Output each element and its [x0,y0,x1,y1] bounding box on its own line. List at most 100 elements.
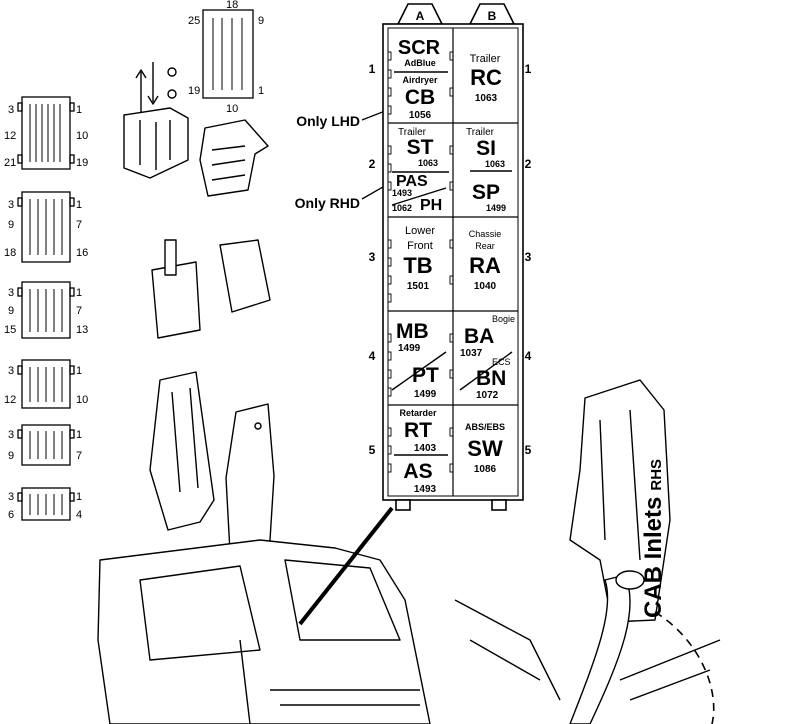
title-sub: RHS [648,458,665,491]
fuse-number: 1062 [392,203,412,213]
plug-sketch [219,239,271,313]
cab-inlets-title: CAB Inlets RHS [640,408,680,618]
fuse-code: SW [467,436,503,461]
bracket-sketch [149,371,215,531]
only-lhd-callout: Only LHD [296,113,360,129]
fuse-code: BA [464,325,494,348]
fuse-number: 1063 [475,93,498,104]
pin-label: 9 [8,305,14,317]
pin-label: 10 [226,103,238,115]
fuse-number: 1403 [414,443,437,454]
row-number-right: 3 [525,250,532,264]
fuse-number: 1501 [407,281,430,292]
pin-label: 25 [188,15,200,27]
pin-label: 19 [76,157,88,169]
fuse-code: RT [404,419,432,442]
fuse-code: PH [420,197,442,214]
fuse-number: 1056 [409,110,432,121]
pin-label: 1 [258,85,264,97]
pin-label: 19 [188,85,200,97]
row-number-left: 2 [369,157,376,171]
connector-12-pin [17,359,75,409]
connector-18-pin [17,191,75,263]
column-label-a: A [416,9,425,23]
connector-housing-sketch [199,119,269,197]
fuse-number: 1063 [418,158,438,168]
fuse-number: 1063 [485,159,505,169]
row-number-left: 3 [369,250,376,264]
fuse-sublabel: Retarder [399,408,437,418]
fuse-code: BN [476,367,506,390]
pin-label: 18 [226,0,238,11]
fuse-number: 1499 [414,389,437,400]
fuse-code: MB [396,320,429,343]
pin-label: 4 [76,509,82,521]
assembly-arrows-icon [135,62,177,112]
fuse-code: SP [472,181,500,204]
pin-label: 9 [8,450,14,462]
pin-label: 13 [76,324,88,336]
pin-label: 9 [8,219,14,231]
fuse-sublabel: Trailer [470,53,501,65]
fuse-number: 1499 [398,343,421,354]
fuse-code: PAS [396,173,428,190]
fuse-code: TB [403,253,432,278]
leader-line [298,506,394,626]
fuse-code: RC [470,65,502,90]
pin-label: 1 [76,365,82,377]
hose-sketch [569,574,631,724]
pin-label: 3 [8,429,14,441]
connector-9-pin [17,424,75,466]
pin-label: 1 [76,287,82,299]
fuse-sublabel: Trailer [398,127,427,138]
fuse-number: 1040 [474,281,497,292]
pin-label: 3 [8,491,14,503]
fuse-number: 1493 [392,188,412,198]
truck-cab-sketch [97,539,431,724]
pin-label: 15 [4,324,16,336]
title-main: CAB Inlets [640,496,667,618]
pin-label: 1 [76,429,82,441]
pin-label: 3 [8,104,14,116]
fuse-sublabel: Rear [475,241,495,251]
pin-label: 12 [4,394,16,406]
fuse-code: SCR [398,37,441,59]
connector-6-pin [17,487,75,521]
fuse-sublabel: Trailer [466,127,495,138]
detail-circle-arc [654,611,715,724]
pin-label: 1 [76,491,82,503]
fuse-sublabel: Chassie [469,229,502,239]
connector-21-pin [17,96,75,170]
connector-15-pin [17,281,75,339]
cab-inlet-sketch [569,379,671,623]
pin-label: 1 [76,199,82,211]
fuse-number: 1072 [476,390,499,401]
fuse-code: CB [405,86,435,109]
pin-label: 3 [8,365,14,377]
fuse-code: SI [476,137,496,160]
pin-label: 7 [76,450,82,462]
row-number-left: 1 [369,62,376,76]
pin-label: 7 [76,219,82,231]
row-number-right: 1 [525,62,532,76]
column-label-b: B [488,9,497,23]
pin-label: 7 [76,305,82,317]
fuse-code: AS [403,460,432,483]
fuse-sublabel: Bogie [492,314,515,324]
pin-label: 12 [4,130,16,142]
pin-label: 9 [258,15,264,27]
row-number-right: 4 [525,349,532,363]
pin-label: 3 [8,287,14,299]
row-number-right: 5 [525,443,532,457]
pin-label: 6 [8,509,14,521]
pin-label: 16 [76,247,88,259]
fuse-sublabel: AdBlue [404,58,436,68]
cover-sketch [225,403,275,561]
pin-label: 21 [4,157,16,169]
fuse-number: 1499 [486,203,506,213]
fuse-code: ST [407,136,434,159]
pin-label: 1 [76,104,82,116]
fuse-number: 1086 [474,464,497,475]
fuse-box-panel [382,3,524,511]
